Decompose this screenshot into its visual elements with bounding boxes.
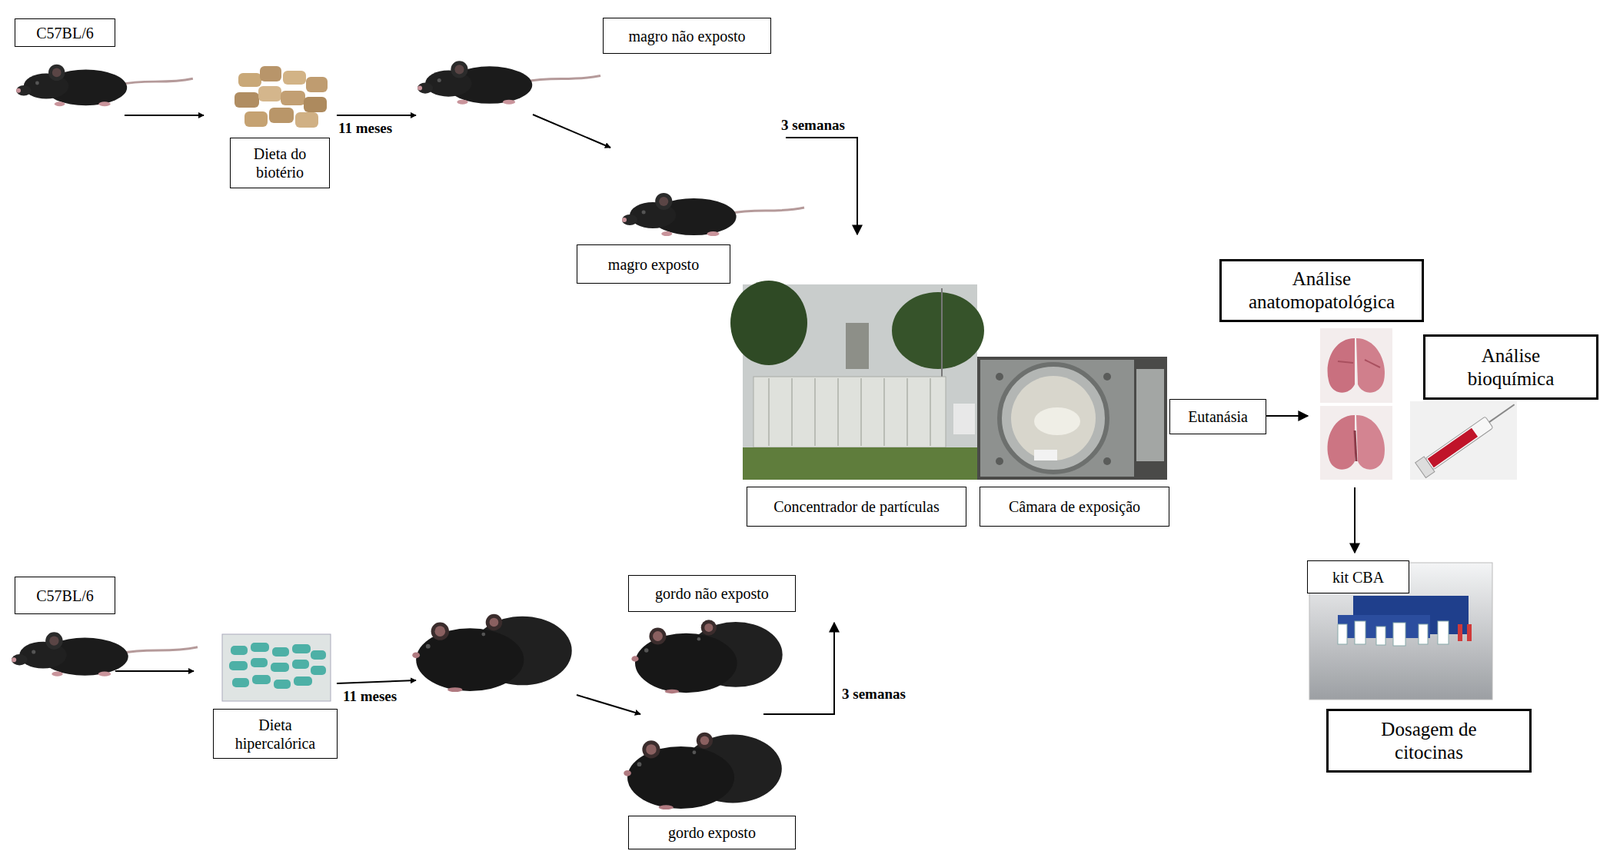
- label-box: Concentrador de partículas: [746, 486, 967, 527]
- box-text: Câmara de exposição: [1008, 497, 1141, 516]
- fat-mice-illustration: [412, 614, 572, 692]
- label-box: Análise bioquímica: [1423, 334, 1599, 400]
- box-text: C57BL/6: [36, 586, 94, 606]
- box-text: Eutanásia: [1187, 407, 1248, 426]
- box-text: magro não exposto: [628, 26, 746, 46]
- arrow: [763, 622, 835, 715]
- box-text: Dieta do biotério: [241, 144, 319, 182]
- box-text: Dieta hipercalórica: [221, 715, 330, 753]
- arrow: [124, 114, 204, 117]
- arrow: [336, 680, 416, 684]
- fat-mice-illustration: [631, 619, 782, 694]
- label-box: Dosagem de citocinas: [1326, 708, 1532, 773]
- duration-label: 3 semanas: [781, 116, 845, 135]
- lung-photo: [1320, 328, 1393, 403]
- label-box: magro exposto: [576, 244, 731, 284]
- label-box: magro não exposto: [602, 17, 772, 54]
- mouse-illustration: [622, 192, 805, 237]
- chamber-photo: [977, 356, 1168, 480]
- label-box: gordo não exposto: [628, 575, 796, 613]
- box-text: Dosagem de citocinas: [1363, 718, 1495, 765]
- duration-label: 11 meses: [342, 688, 397, 706]
- box-text: C57BL/6: [36, 23, 94, 43]
- box-text: Análise anatomopatológica: [1231, 267, 1413, 314]
- fat-mice-illustration: [623, 732, 782, 810]
- syringe-photo: [1410, 396, 1521, 480]
- arrow: [336, 114, 416, 117]
- label-box: Eutanásia: [1169, 399, 1267, 435]
- lung-photo: [1320, 405, 1393, 480]
- box-text: Análise bioquímica: [1449, 344, 1573, 391]
- diet-bag: [222, 634, 331, 702]
- food-pellets: [234, 66, 328, 128]
- label-box: Câmara de exposição: [979, 486, 1170, 527]
- arrow: [1353, 487, 1356, 553]
- box-text: Concentrador de partículas: [773, 497, 939, 516]
- label-box: gordo exposto: [628, 815, 796, 850]
- box-text: gordo não exposto: [655, 584, 769, 603]
- label-box: C57BL/6: [14, 18, 116, 47]
- box-text: magro exposto: [608, 255, 699, 274]
- arrow: [576, 695, 641, 715]
- duration-label: 3 semanas: [841, 685, 906, 704]
- box-text: kit CBA: [1332, 568, 1384, 587]
- label-box: kit CBA: [1307, 560, 1410, 594]
- arrow: [1266, 415, 1308, 417]
- label-box: C57BL/6: [14, 576, 116, 615]
- mouse-illustration: [11, 632, 198, 676]
- label-box: Análise anatomopatológica: [1219, 259, 1424, 323]
- arrow: [785, 137, 858, 235]
- duration-label: 11 meses: [338, 119, 393, 138]
- mouse-illustration: [16, 64, 193, 107]
- box-text: gordo exposto: [668, 823, 756, 842]
- concentrator-photo: [730, 280, 985, 480]
- mouse-illustration: [417, 60, 601, 104]
- label-box: Dieta hipercalórica: [212, 708, 338, 759]
- arrow: [532, 114, 611, 148]
- label-box: Dieta do biotério: [229, 137, 330, 189]
- arrow: [115, 670, 194, 672]
